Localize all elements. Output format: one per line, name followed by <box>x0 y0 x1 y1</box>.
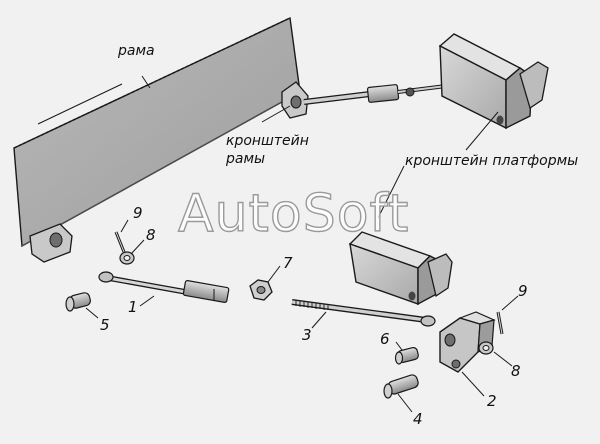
frame-beam <box>13 16 301 248</box>
part-9-cotter-right <box>496 311 504 335</box>
callout-9-right: 9 <box>518 282 528 300</box>
platform-bracket-upper <box>438 33 549 130</box>
part-9-cotter-left <box>114 231 126 253</box>
frame-bracket-upper <box>281 81 309 119</box>
label-frame: рама <box>118 43 155 59</box>
part-8-washer-right <box>478 341 494 355</box>
callout-1: 1 <box>128 298 138 316</box>
frame-bracket-lower <box>29 223 73 263</box>
label-frame-bracket-line1: кронштейн <box>226 133 309 149</box>
callout-4: 4 <box>413 410 423 428</box>
part-1-rod <box>98 271 230 303</box>
part-5-pin <box>65 292 91 312</box>
watermark-text: AutoSoft <box>177 184 410 244</box>
assembled-upper-rod <box>303 84 447 105</box>
part-7-nut <box>249 279 273 301</box>
callout-5: 5 <box>100 316 110 334</box>
part-2-bracket <box>439 311 496 373</box>
callout-6: 6 <box>380 330 390 348</box>
part-3-threaded-rod <box>291 299 436 327</box>
callout-2: 2 <box>487 392 497 410</box>
callout-3: 3 <box>302 326 312 344</box>
callout-9-left: 9 <box>133 204 143 222</box>
label-platform-bracket: кронштейн платформы <box>405 153 579 169</box>
part-6-pin-short <box>394 347 419 365</box>
label-frame-bracket-line2: рамы <box>226 151 266 167</box>
platform-bracket-lower <box>348 231 453 306</box>
part-8-washer-left <box>119 251 135 265</box>
callout-7: 7 <box>283 254 293 272</box>
leader-lines <box>85 75 519 413</box>
callout-8-left: 8 <box>146 226 156 244</box>
callout-8-right: 8 <box>511 362 521 380</box>
part-4-pin-long <box>383 374 419 399</box>
